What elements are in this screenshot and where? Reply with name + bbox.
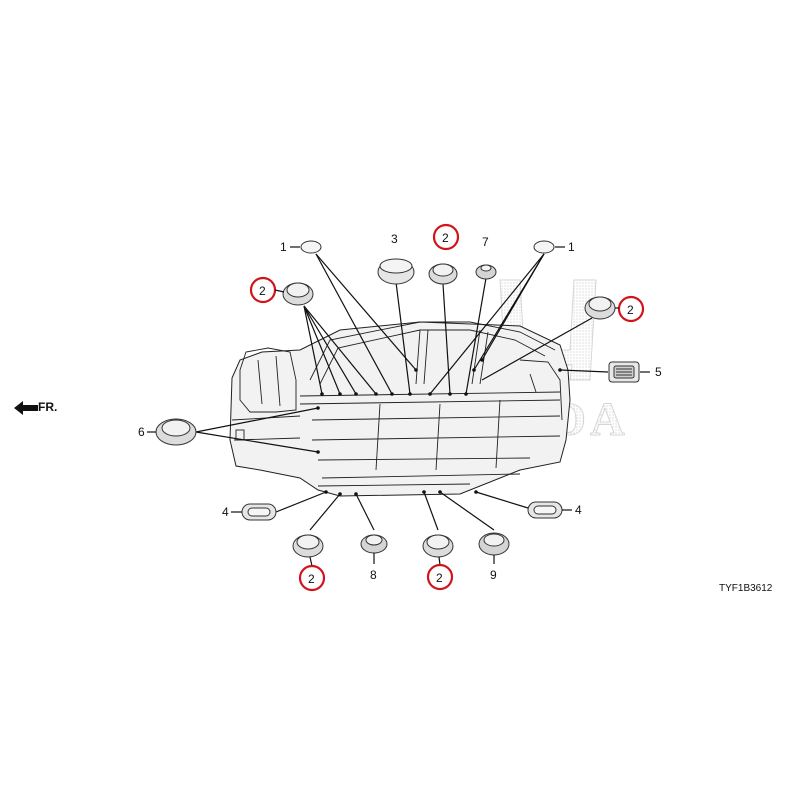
callout-2-bottom-left: 2 bbox=[308, 572, 315, 586]
part-6-grommet bbox=[155, 418, 197, 446]
highlight-ring-2-bottom-left bbox=[298, 564, 326, 592]
front-direction-arrow-icon bbox=[14, 401, 38, 415]
callout-1-right: 1 bbox=[568, 240, 575, 254]
highlight-ring-2-right bbox=[617, 295, 645, 323]
front-direction-label: FR. bbox=[38, 400, 58, 414]
part-2-right-grommet bbox=[584, 296, 616, 320]
leader-lines bbox=[195, 253, 609, 531]
callout-5: 5 bbox=[655, 365, 662, 379]
part-3-dome-plug bbox=[377, 258, 415, 285]
callout-3: 3 bbox=[391, 232, 398, 246]
callout-6: 6 bbox=[138, 425, 145, 439]
part-8-grommet bbox=[360, 534, 388, 554]
part-4-left-oval-plug bbox=[241, 503, 277, 521]
part-9-grommet bbox=[478, 532, 510, 556]
callout-2-bottom-mid: 2 bbox=[436, 571, 443, 585]
callout-8: 8 bbox=[370, 568, 377, 582]
callout-9: 9 bbox=[490, 568, 497, 582]
part-2-left-grommet bbox=[282, 282, 314, 306]
diagram-code: TYF1B3612 bbox=[719, 583, 773, 594]
vehicle-body-outline bbox=[229, 321, 571, 497]
part-1-left-plug bbox=[300, 240, 322, 254]
callout-7: 7 bbox=[482, 235, 489, 249]
part-2-bottom-mid-grommet bbox=[422, 534, 454, 558]
part-4-right-oval-plug bbox=[527, 501, 563, 519]
callout-2-right: 2 bbox=[627, 303, 634, 317]
part-5-vent-grommet bbox=[608, 361, 640, 383]
part-2-bottom-left-grommet bbox=[292, 534, 324, 558]
callout-2-top: 2 bbox=[442, 231, 449, 245]
part-1-right-plug bbox=[533, 240, 555, 254]
highlight-ring-2-bottom-mid bbox=[426, 563, 454, 591]
callout-4-left: 4 bbox=[222, 505, 229, 519]
part-2-top-grommet bbox=[428, 263, 458, 285]
callout-2-left: 2 bbox=[259, 284, 266, 298]
part-7-grommet bbox=[475, 264, 497, 280]
callout-1-left: 1 bbox=[280, 240, 287, 254]
highlight-ring-2-top bbox=[432, 223, 460, 251]
callout-4-right: 4 bbox=[575, 503, 582, 517]
